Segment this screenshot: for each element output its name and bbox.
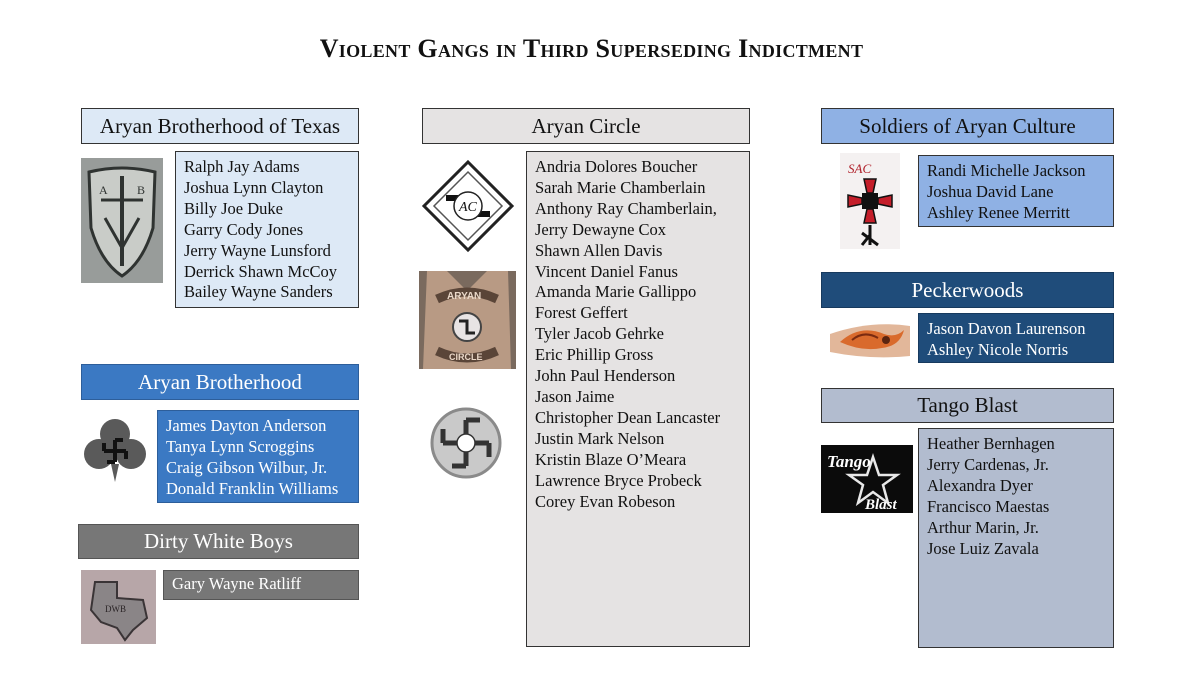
member-list-soldiers-of-aryan-culture: Randi Michelle Jackson Joshua David Lane… (918, 155, 1114, 227)
member-name: Jerry Dewayne Cox (535, 219, 667, 239)
svg-text:AC: AC (458, 200, 478, 215)
svg-text:B: B (137, 183, 145, 197)
patch-bottom-text: CIRCLE (449, 352, 483, 362)
member-name: Gary Wayne Ratliff (172, 574, 302, 593)
svg-text:DWB: DWB (105, 604, 126, 614)
member-name: Tyler Jacob Gehrke (535, 324, 664, 344)
patch-top-text: ARYAN (447, 291, 481, 302)
member-name: Ashley Renee Merritt (927, 202, 1070, 222)
member-name: Jerry Wayne Lunsford (184, 240, 331, 260)
member-name: Christopher Dean Lancaster (535, 407, 721, 427)
member-name: Alexandra Dyer (927, 475, 1033, 495)
member-name: Corey Evan Robeson (535, 491, 676, 511)
arm-tattoo-image (830, 316, 910, 362)
diamond-emblem-image: AC (420, 158, 516, 254)
member-name: Kristin Blaze O’Meara (535, 449, 687, 469)
gang-header-dirty-white-boys: Dirty White Boys (78, 524, 359, 559)
member-name: Forest Geffert (535, 303, 628, 323)
member-name: Bailey Wayne Sanders (184, 282, 333, 302)
member-name: Jose Luiz Zavala (927, 538, 1039, 558)
member-list-aryan-brotherhood: James Dayton Anderson Tanya Lynn Scroggi… (157, 410, 359, 503)
vest-patch-image: ARYAN CIRCLE (419, 271, 516, 369)
member-name: Craig Gibson Wilbur, Jr. (166, 457, 328, 477)
member-list-peckerwoods: Jason Davon Laurenson Ashley Nicole Norr… (918, 313, 1114, 363)
member-list-aryan-brotherhood-of-texas: Ralph Jay Adams Joshua Lynn Clayton Bill… (175, 151, 359, 308)
gang-header-tango-blast: Tango Blast (821, 388, 1114, 423)
member-name: Justin Mark Nelson (535, 428, 665, 448)
member-name: Francisco Maestas (927, 496, 1050, 516)
member-name: Derrick Shawn McCoy (184, 261, 338, 281)
member-name: Eric Phillip Gross (535, 345, 654, 365)
shamrock-swastika-image (81, 416, 149, 484)
member-name: John Paul Henderson (535, 366, 676, 386)
member-list-dirty-white-boys: Gary Wayne Ratliff (163, 570, 359, 600)
member-name: Joshua David Lane (927, 181, 1054, 201)
member-name: Lawrence Bryce Probeck (535, 470, 702, 490)
page-title: Violent Gangs in Third Superseding Indic… (319, 34, 864, 63)
member-name: Randi Michelle Jackson (927, 161, 1086, 180)
iron-cross-emblem-image: SAC (840, 153, 900, 249)
gang-header-aryan-brotherhood-of-texas: Aryan Brotherhood of Texas (81, 108, 359, 144)
member-name: James Dayton Anderson (166, 416, 327, 435)
emblem-text: SAC (848, 161, 871, 176)
svg-text:A: A (99, 183, 108, 197)
member-name: Billy Joe Duke (184, 198, 283, 218)
member-name: Anthony Ray Chamberlain, (535, 198, 717, 218)
logo-bottom-text: Blast (864, 497, 898, 513)
gang-header-aryan-circle: Aryan Circle (422, 108, 750, 144)
member-name: Ashley Nicole Norris (927, 339, 1069, 359)
member-name: Jason Davon Laurenson (927, 319, 1086, 338)
member-name: Jason Jaime (535, 386, 615, 406)
texas-tattoo-image: DWB (81, 570, 156, 644)
member-name: Shawn Allen Davis (535, 240, 663, 260)
circle-swastika-image (425, 398, 507, 488)
member-list-aryan-circle: Andria Dolores Boucher Sarah Marie Chamb… (526, 151, 750, 647)
gang-header-peckerwoods: Peckerwoods (821, 272, 1114, 308)
member-name: Jerry Cardenas, Jr. (927, 454, 1049, 474)
member-name: Heather Bernhagen (927, 434, 1055, 453)
shield-tattoo-image: A B (81, 158, 163, 283)
member-list-tango-blast: Heather Bernhagen Jerry Cardenas, Jr. Al… (918, 428, 1114, 648)
member-name: Sarah Marie Chamberlain (535, 177, 706, 197)
star-logo-image: Tango Blast (821, 445, 913, 513)
logo-top-text: Tango (827, 452, 871, 471)
member-name: Garry Cody Jones (184, 219, 304, 239)
member-name: Amanda Marie Gallippo (535, 282, 697, 302)
gang-header-aryan-brotherhood: Aryan Brotherhood (81, 364, 359, 400)
member-name: Donald Franklin Williams (166, 478, 339, 498)
member-name: Joshua Lynn Clayton (184, 177, 324, 197)
gang-header-soldiers-of-aryan-culture: Soldiers of Aryan Culture (821, 108, 1114, 144)
member-name: Arthur Marin, Jr. (927, 517, 1039, 537)
member-name: Andria Dolores Boucher (535, 157, 698, 176)
member-name: Ralph Jay Adams (184, 157, 300, 176)
member-name: Vincent Daniel Fanus (535, 261, 678, 281)
member-name: Tanya Lynn Scroggins (166, 436, 315, 456)
